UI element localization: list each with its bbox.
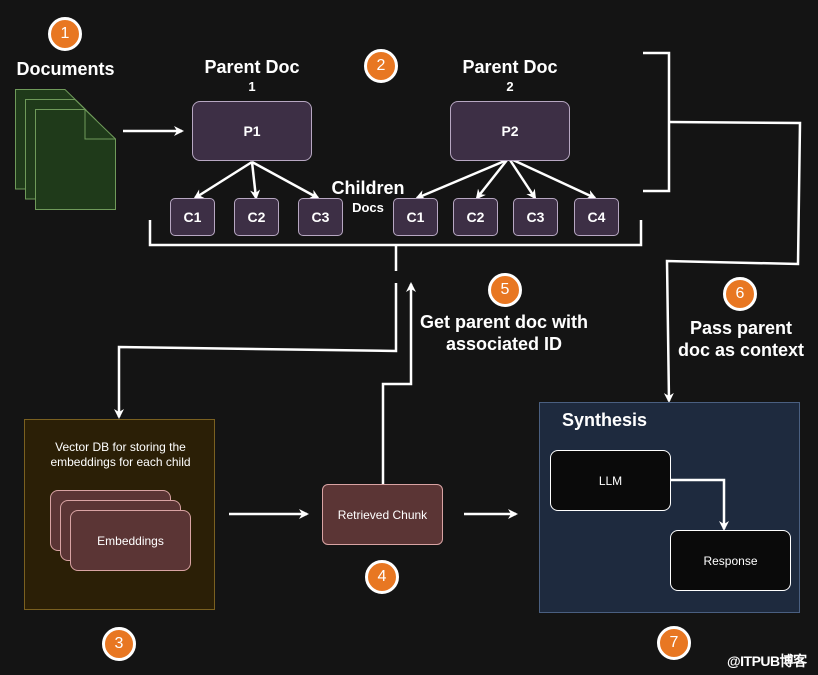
p1-c1-arrow — [193, 160, 253, 200]
children-subtitle: Docs — [352, 200, 384, 215]
synthesis-title: Synthesis — [562, 410, 648, 430]
parent-doc-1-number: 1 — [248, 79, 256, 94]
p2-c3-arrow — [508, 159, 537, 200]
step-badge-1: 1 — [48, 17, 82, 51]
parents-bracket — [643, 51, 671, 193]
step-badge-3: 3 — [102, 627, 136, 661]
child-box-p2-c2: C2 — [453, 198, 498, 236]
children-title: Children — [331, 178, 405, 198]
embedding-card-front: Embeddings — [70, 510, 191, 571]
children-to-vectordb-arrow — [114, 283, 398, 419]
child-box-p1-c1: C1 — [170, 198, 215, 236]
p2-c4-arrow — [512, 158, 597, 200]
synthesis-container: Synthesis LLM Response — [539, 402, 800, 613]
vector-db-description: Vector DB for storing the embeddings for… — [50, 440, 191, 469]
step-badge-5: 5 — [488, 273, 522, 307]
llm-to-response-arrow — [671, 478, 729, 531]
parents-to-synthesis-arrow — [663, 120, 802, 403]
step-badge-6: 6 — [723, 277, 757, 311]
parent-doc-2-number: 2 — [506, 79, 514, 94]
llm-box: LLM — [550, 450, 671, 511]
parent-box-p2: P2 — [450, 101, 570, 161]
vector-db-container: Vector DB for storing the embeddings for… — [24, 419, 215, 610]
child-box-p1-c2: C2 — [234, 198, 279, 236]
p1-c3-arrow — [251, 160, 320, 200]
parent-doc-1-title: Parent Doc — [204, 57, 300, 77]
parent-box-p1: P1 — [192, 101, 312, 161]
step-badge-7: 7 — [657, 626, 691, 660]
child-box-p2-c1: C1 — [393, 198, 438, 236]
watermark: @ITPUB博客 — [727, 653, 807, 669]
p2-c1-arrow — [415, 158, 508, 200]
child-box-p2-c4: C4 — [574, 198, 619, 236]
documents-stack-icon — [15, 89, 116, 210]
step-badge-2: 2 — [364, 49, 398, 83]
p1-c2-arrow — [250, 161, 261, 200]
chunk-to-parent-arrow — [381, 282, 416, 484]
child-box-p1-c3: C3 — [298, 198, 343, 236]
child-box-p2-c3: C3 — [513, 198, 558, 236]
step-5-label: Get parent doc with associated ID — [419, 312, 588, 354]
step-badge-4: 4 — [365, 560, 399, 594]
retrieved-chunk-box: Retrieved Chunk — [322, 484, 443, 545]
response-box: Response — [670, 530, 791, 591]
documents-title: Documents — [16, 59, 115, 79]
step-6-label: Pass parent doc as context — [677, 318, 805, 360]
p2-c2-arrow — [475, 159, 508, 200]
parent-doc-2-title: Parent Doc — [462, 57, 558, 77]
